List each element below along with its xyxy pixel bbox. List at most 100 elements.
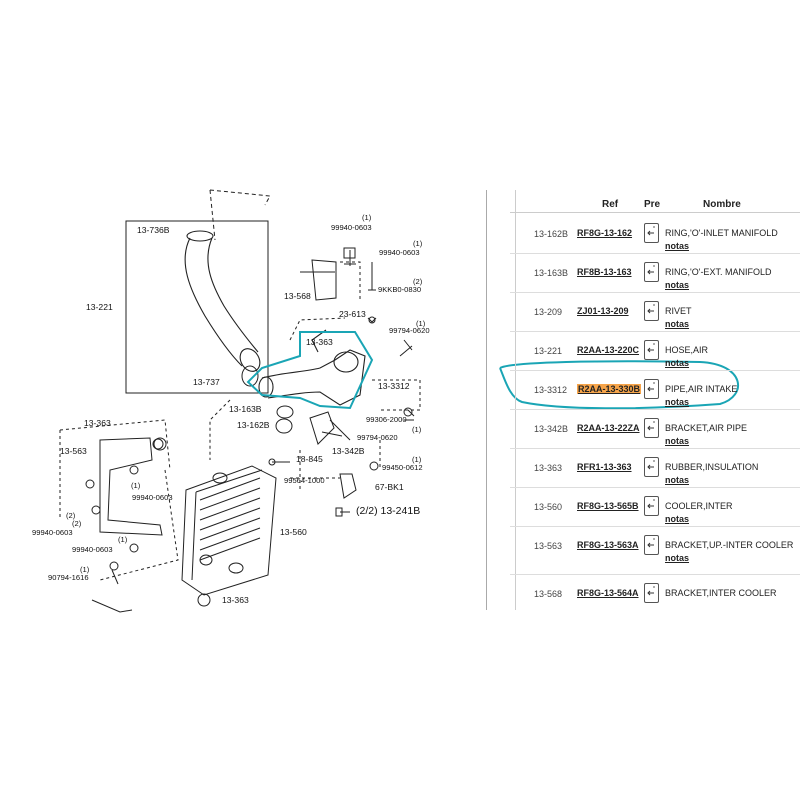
panel-divider-inner bbox=[515, 190, 516, 610]
qty-marker: (1) bbox=[412, 455, 422, 464]
part-name: HOSE,AIR notas bbox=[665, 345, 795, 369]
part-name-text: RING,'O'-EXT. MANIFOLD bbox=[665, 267, 772, 277]
qty-marker: (1) bbox=[118, 535, 128, 544]
label-13-3312: 13-3312 bbox=[378, 381, 410, 391]
document-return-icon[interactable] bbox=[644, 535, 659, 555]
label-13-568: 13-568 bbox=[284, 291, 311, 301]
notes-link[interactable]: notas bbox=[665, 241, 690, 251]
part-name-text: PIPE,AIR INTAKE bbox=[665, 384, 738, 394]
part-number: 13-342B bbox=[534, 424, 569, 434]
pipe-highlight-outline bbox=[246, 331, 374, 410]
document-return-icon[interactable] bbox=[644, 262, 659, 282]
label-13-342b: 13-342B bbox=[332, 446, 365, 456]
rubber-13-363-bottom bbox=[197, 593, 211, 607]
document-return-icon[interactable] bbox=[644, 301, 659, 321]
table-row: 13-3312 R2AA-13-330B PIPE,AIR INTAKE notas bbox=[510, 370, 800, 410]
qty-marker: (1) bbox=[362, 213, 372, 222]
notes-link[interactable]: notas bbox=[665, 358, 690, 368]
part-ref-link[interactable]: ZJ01-13-209 bbox=[577, 306, 629, 316]
label-90794-1616: 90794-1616 bbox=[48, 573, 89, 582]
bracket-13-563 bbox=[99, 437, 163, 536]
label-13-163b: 13-163B bbox=[229, 404, 262, 414]
label-99794-0620a: 99794-0620 bbox=[357, 433, 398, 442]
table-header: Ref Pre Nombre bbox=[510, 190, 800, 213]
part-number: 13-221 bbox=[534, 346, 563, 356]
label-18-845: 18-845 bbox=[296, 454, 323, 464]
bracket-13-342b bbox=[309, 411, 335, 445]
air-pipe-13-3312 bbox=[258, 329, 366, 406]
rubber-13-363-left bbox=[153, 437, 167, 451]
bolt-90794 bbox=[91, 599, 133, 613]
part-name: PIPE,AIR INTAKE notas bbox=[665, 384, 795, 408]
document-return-icon[interactable] bbox=[644, 457, 659, 477]
part-name: BRACKET,INTER COOLER bbox=[665, 588, 795, 599]
label-13-363-left: 13-363 bbox=[84, 418, 111, 428]
qty-marker: (2) bbox=[72, 519, 82, 528]
header-ref: Ref bbox=[602, 199, 619, 210]
part-name: RING,'O'-EXT. MANIFOLD notas bbox=[665, 267, 795, 291]
label-99940-0603c: 99940-0603 bbox=[132, 493, 173, 502]
part-name-text: BRACKET,INTER COOLER bbox=[665, 588, 777, 598]
part-name-text: RIVET bbox=[665, 306, 692, 316]
table-row: 13-163B RF8B-13-163 RING,'O'-EXT. MANIFOLD… bbox=[510, 253, 800, 293]
document-return-icon[interactable] bbox=[644, 379, 659, 399]
nut-99450 bbox=[369, 461, 379, 471]
part-ref-link[interactable]: RFR1-13-363 bbox=[577, 462, 632, 472]
part-name-text: BRACKET,UP.-INTER COOLER bbox=[665, 540, 794, 550]
part-number: 13-163B bbox=[534, 268, 569, 278]
part-name-text: COOLER,INTER bbox=[665, 501, 733, 511]
hose-group-box bbox=[125, 220, 269, 394]
label-99940-0603d: 99940-0603 bbox=[32, 528, 73, 537]
header-name: Nombre bbox=[703, 199, 741, 210]
part-ref-link[interactable]: RF8G-13-564A bbox=[577, 588, 639, 598]
part-ref-link[interactable]: RF8G-13-565B bbox=[577, 501, 639, 511]
notes-link[interactable]: notas bbox=[665, 397, 690, 407]
qty-marker: (1) bbox=[412, 425, 422, 434]
label-99940-0603a: 99940-0603 bbox=[331, 223, 372, 232]
part-ref-link[interactable]: R2AA-13-330B bbox=[577, 384, 642, 394]
qty-marker: (1) bbox=[131, 481, 141, 490]
notes-link[interactable]: notas bbox=[665, 553, 690, 563]
label-13-221: 13-221 bbox=[86, 302, 113, 312]
document-return-icon[interactable] bbox=[644, 340, 659, 360]
label-13-563: 13-563 bbox=[60, 446, 87, 456]
notes-link[interactable]: notas bbox=[665, 475, 690, 485]
label-99940-0603e: 99940-0603 bbox=[72, 545, 113, 554]
document-return-icon[interactable] bbox=[644, 223, 659, 243]
notes-link[interactable]: notas bbox=[665, 436, 690, 446]
part-name: COOLER,INTER notas bbox=[665, 501, 795, 525]
part-ref-link[interactable]: R2AA-13-22ZA bbox=[577, 423, 640, 433]
part-ref-link[interactable]: R2AA-13-220C bbox=[577, 345, 640, 355]
document-return-icon[interactable] bbox=[644, 418, 659, 438]
label-13-736b: 13-736B bbox=[137, 225, 170, 235]
part-name: RIVET notas bbox=[665, 306, 795, 330]
part-67-bk1 bbox=[339, 473, 357, 499]
part-name-text: RUBBER,INSULATION bbox=[665, 462, 759, 472]
part-ref-link[interactable]: RF8B-13-163 bbox=[577, 267, 632, 277]
part-number: 13-162B bbox=[534, 229, 569, 239]
qty-marker: (2) bbox=[413, 277, 423, 286]
part-name: BRACKET,UP.-INTER COOLER notas bbox=[665, 540, 795, 564]
part-number: 13-3312 bbox=[534, 385, 568, 395]
top-dashed-guide bbox=[209, 189, 271, 241]
notes-link[interactable]: notas bbox=[665, 319, 690, 329]
part-ref-link[interactable]: RF8G-13-162 bbox=[577, 228, 633, 238]
label-13-363-bottom: 13-363 bbox=[222, 595, 249, 605]
part-ref-link[interactable]: RF8G-13-563A bbox=[577, 540, 639, 550]
notes-link[interactable]: notas bbox=[665, 514, 690, 524]
part-name-text: HOSE,AIR bbox=[665, 345, 709, 355]
qty-marker: (1) bbox=[413, 239, 423, 248]
document-return-icon[interactable] bbox=[644, 496, 659, 516]
document-return-icon[interactable] bbox=[644, 583, 659, 603]
o-ring-13-162b bbox=[275, 418, 293, 434]
bracket-13-568 bbox=[300, 259, 337, 301]
label-99450-0612: 99450-0612 bbox=[382, 463, 423, 472]
notes-link[interactable]: notas bbox=[665, 280, 690, 290]
